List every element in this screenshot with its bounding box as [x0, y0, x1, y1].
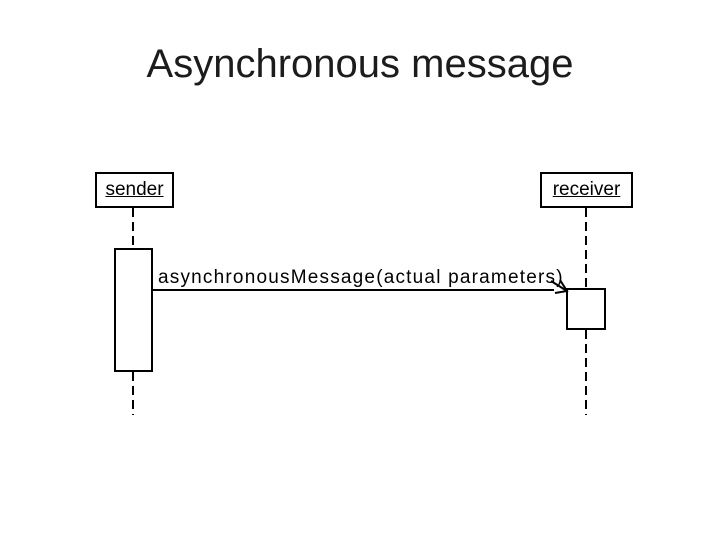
sender-lifeline-lower	[132, 372, 134, 415]
arrowhead-icon	[554, 279, 569, 294]
receiver-activation-bar	[566, 288, 606, 330]
receiver-label: receiver	[552, 179, 621, 200]
sender-object-box: sender	[95, 172, 174, 208]
receiver-object-box: receiver	[540, 172, 633, 208]
message-label: asynchronousMessage(actual parameters)	[158, 267, 564, 288]
slide-title: Asynchronous message	[146, 42, 574, 86]
async-message-arrow	[153, 279, 569, 294]
receiver-lifeline-upper	[585, 208, 587, 288]
receiver-lifeline-lower	[585, 330, 587, 415]
arrow-diagonal	[550, 280, 568, 292]
sender-activation-bar	[114, 248, 153, 372]
sender-lifeline-upper	[132, 208, 134, 248]
sender-label: sender	[105, 179, 164, 200]
